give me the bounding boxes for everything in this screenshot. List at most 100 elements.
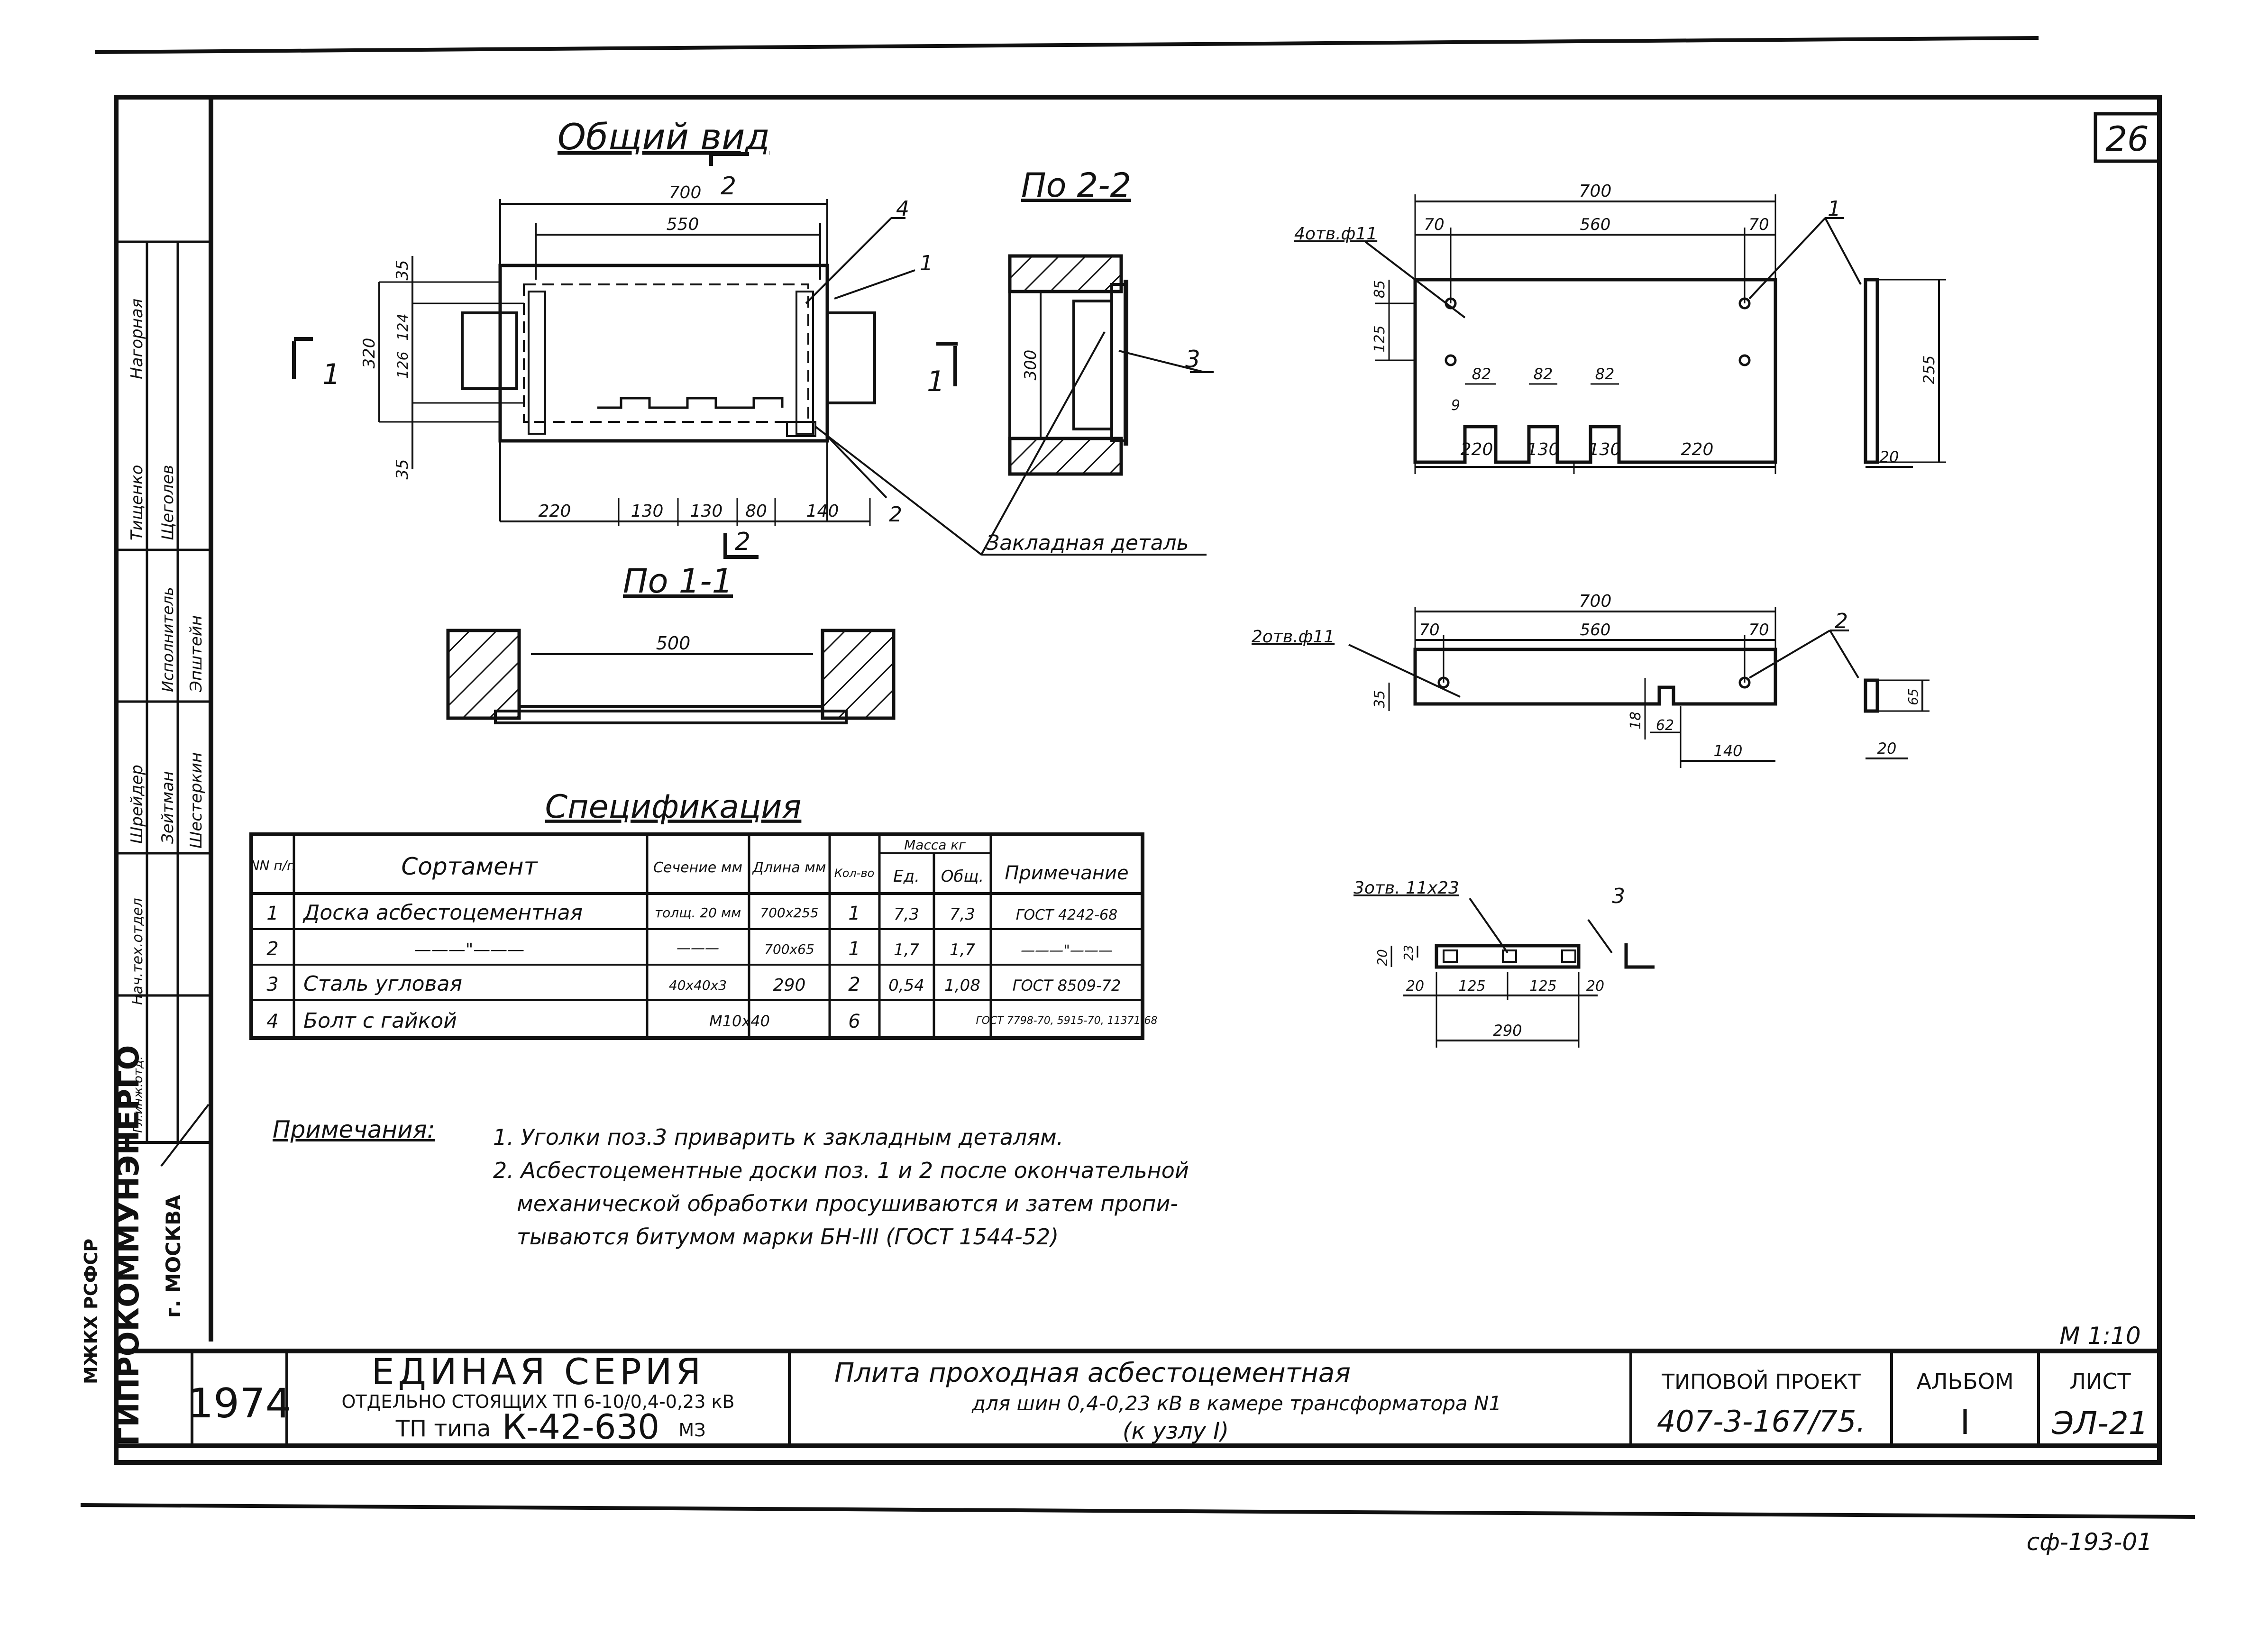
svg-text:3: 3 bbox=[1185, 346, 1200, 373]
spec-header-length: Длина мм bbox=[752, 859, 826, 876]
sidebar-name-7: Щеголев bbox=[158, 465, 177, 540]
sidebar-org-2: ГИПРОКОММУНЭНЕРГО bbox=[111, 1045, 146, 1446]
svg-text:Доска асбестоцементная: Доска асбестоцементная bbox=[302, 901, 583, 925]
svg-text:4: 4 bbox=[266, 1011, 278, 1032]
svg-text:65: 65 bbox=[1905, 688, 1921, 705]
section-1-1-title: По 1-1 bbox=[623, 562, 733, 601]
note-line-2: 2. Асбестоцементные доски поз. 1 и 2 пос… bbox=[493, 1158, 1189, 1183]
drawing-frame bbox=[114, 95, 2162, 1465]
tb-description-3: (к узлу I) bbox=[1123, 1418, 1229, 1444]
svg-text:23: 23 bbox=[1402, 945, 1416, 960]
part-2-holes-label: 2отв.ф11 bbox=[1252, 627, 1335, 647]
svg-text:550: 550 bbox=[667, 215, 699, 234]
svg-text:220: 220 bbox=[1681, 440, 1714, 459]
svg-text:82: 82 bbox=[1534, 365, 1553, 383]
svg-text:2: 2 bbox=[889, 502, 902, 527]
svg-text:82: 82 bbox=[1595, 365, 1615, 383]
sidebar-name-5: Тищенко bbox=[128, 465, 146, 540]
tb-sheet-value: ЭЛ-21 bbox=[2051, 1405, 2149, 1442]
svg-text:700: 700 bbox=[669, 183, 702, 202]
note-line-4: тываются битумом марки БН-III (ГОСТ 1544… bbox=[517, 1224, 1059, 1250]
svg-text:———: ——— bbox=[677, 940, 719, 957]
top-edge-line bbox=[94, 36, 2039, 54]
svg-text:255: 255 bbox=[1920, 355, 1938, 384]
table-row: 3 Сталь угловая 40x40x3 290 2 0,54 1,08 … bbox=[266, 972, 1121, 996]
svg-text:62: 62 bbox=[1656, 717, 1674, 734]
svg-text:300: 300 bbox=[1021, 350, 1040, 381]
bottom-edge-line bbox=[80, 1503, 2195, 1519]
part-1-detail: 700 70 560 70 4отв.ф11 85 125 82 82 82 9… bbox=[1294, 182, 1946, 474]
part-2-detail: 700 70 560 70 2отв.ф11 35 18 62 140 2 65… bbox=[1252, 592, 1930, 768]
table-row: 2 ———"——— ——— 700x65 1 1,7 1,7 ———"——— bbox=[266, 938, 1113, 960]
general-view-title: Общий вид bbox=[558, 116, 770, 158]
svg-text:20: 20 bbox=[1586, 978, 1604, 995]
sidebar-name-3: Шестеркин bbox=[187, 752, 206, 849]
svg-text:130: 130 bbox=[1527, 440, 1560, 459]
svg-text:700: 700 bbox=[1579, 592, 1612, 611]
note-line-3: механической обработки просушиваются и з… bbox=[517, 1191, 1178, 1216]
svg-text:70: 70 bbox=[1424, 215, 1444, 234]
svg-text:140: 140 bbox=[806, 502, 839, 521]
svg-text:20: 20 bbox=[1406, 978, 1424, 995]
tb-description-1: Плита проходная асбестоцементная bbox=[834, 1358, 1351, 1388]
svg-text:560: 560 bbox=[1580, 621, 1611, 639]
tb-subtitle: ОТДЕЛЬНО СТОЯЩИХ ТП 6-10/0,4-0,23 кВ bbox=[342, 1391, 735, 1412]
svg-text:35: 35 bbox=[393, 260, 412, 280]
svg-text:1,08: 1,08 bbox=[944, 976, 980, 995]
spec-header-mass-total: Общ. bbox=[941, 867, 984, 886]
svg-text:7,3: 7,3 bbox=[894, 905, 919, 924]
embedded-part-label: Закладная деталь bbox=[986, 531, 1189, 555]
sidebar-name-6: Нагорная bbox=[128, 299, 146, 379]
svg-text:290: 290 bbox=[1493, 1022, 1522, 1040]
svg-text:20: 20 bbox=[1374, 949, 1390, 966]
svg-text:220: 220 bbox=[539, 502, 571, 521]
sheet-number-box bbox=[2094, 112, 2161, 163]
title-block: 1974 ЕДИНАЯ СЕРИЯ ОТДЕЛЬНО СТОЯЩИХ ТП 6-… bbox=[116, 1349, 2159, 1448]
tb-album-value: I bbox=[1960, 1402, 1970, 1442]
svg-text:———"———: ———"——— bbox=[414, 940, 525, 959]
spec-header-mass: Масса кг bbox=[904, 837, 966, 853]
svg-text:1: 1 bbox=[920, 251, 933, 275]
tb-album-label: АЛЬБОМ bbox=[1916, 1369, 2013, 1394]
svg-text:———"———: ———"——— bbox=[1021, 942, 1113, 959]
svg-text:125: 125 bbox=[1529, 978, 1556, 995]
general-view: Общий вид 700 550 320 35 35 126 124 bbox=[292, 116, 1207, 559]
svg-text:3: 3 bbox=[266, 974, 278, 995]
spec-header-qty: Кол-во bbox=[834, 867, 875, 880]
specification-table: Спецификация NN п/п Сортамент Сечение мм… bbox=[249, 788, 1158, 1040]
svg-text:Болт с гайкой: Болт с гайкой bbox=[303, 1009, 457, 1033]
svg-text:2: 2 bbox=[735, 528, 750, 556]
svg-text:124: 124 bbox=[395, 313, 412, 340]
tb-project-number: 407-3-167/75. bbox=[1657, 1404, 1866, 1439]
sidebar-name-1: Шрейдер bbox=[128, 765, 146, 844]
section-1-1: По 1-1 500 bbox=[446, 562, 896, 724]
sidebar-org-3: г. МОСКВА bbox=[162, 1195, 185, 1318]
svg-text:70: 70 bbox=[1748, 621, 1769, 639]
sidebar-role-3: Исполнитель bbox=[159, 587, 177, 692]
svg-text:M10x40: M10x40 bbox=[709, 1012, 770, 1030]
svg-text:7,3: 7,3 bbox=[950, 905, 975, 924]
document-code: сф-193-01 bbox=[2027, 1528, 2152, 1556]
svg-text:320: 320 bbox=[360, 338, 379, 369]
sheet-number: 26 bbox=[2105, 119, 2149, 159]
note-line-1: 1. Уголки поз.3 приварить к закладным де… bbox=[493, 1124, 1063, 1150]
svg-text:70: 70 bbox=[1419, 621, 1439, 639]
svg-text:1,7: 1,7 bbox=[950, 940, 975, 959]
svg-text:толщ. 20 мм: толщ. 20 мм bbox=[655, 905, 741, 921]
svg-text:220: 220 bbox=[1461, 440, 1493, 459]
svg-text:Сталь угловая: Сталь угловая bbox=[303, 972, 462, 996]
svg-text:125: 125 bbox=[1372, 325, 1388, 352]
svg-text:1: 1 bbox=[1828, 197, 1841, 221]
svg-text:2: 2 bbox=[848, 974, 860, 995]
svg-text:500: 500 bbox=[656, 633, 691, 654]
svg-text:ГОСТ 8509-72: ГОСТ 8509-72 bbox=[1013, 977, 1121, 995]
part-1-holes-label: 4отв.ф11 bbox=[1294, 224, 1377, 244]
svg-text:35: 35 bbox=[393, 459, 412, 479]
table-row: 1 Доска асбестоцементная толщ. 20 мм 700… bbox=[266, 901, 1117, 925]
svg-text:ГОСТ 4242-68: ГОСТ 4242-68 bbox=[1016, 907, 1117, 923]
svg-text:125: 125 bbox=[1458, 978, 1485, 995]
spec-header-name: Сортамент bbox=[401, 853, 538, 880]
svg-text:1: 1 bbox=[848, 903, 860, 924]
sidebar-role-1: Гл.инж.отд. bbox=[131, 1056, 146, 1133]
